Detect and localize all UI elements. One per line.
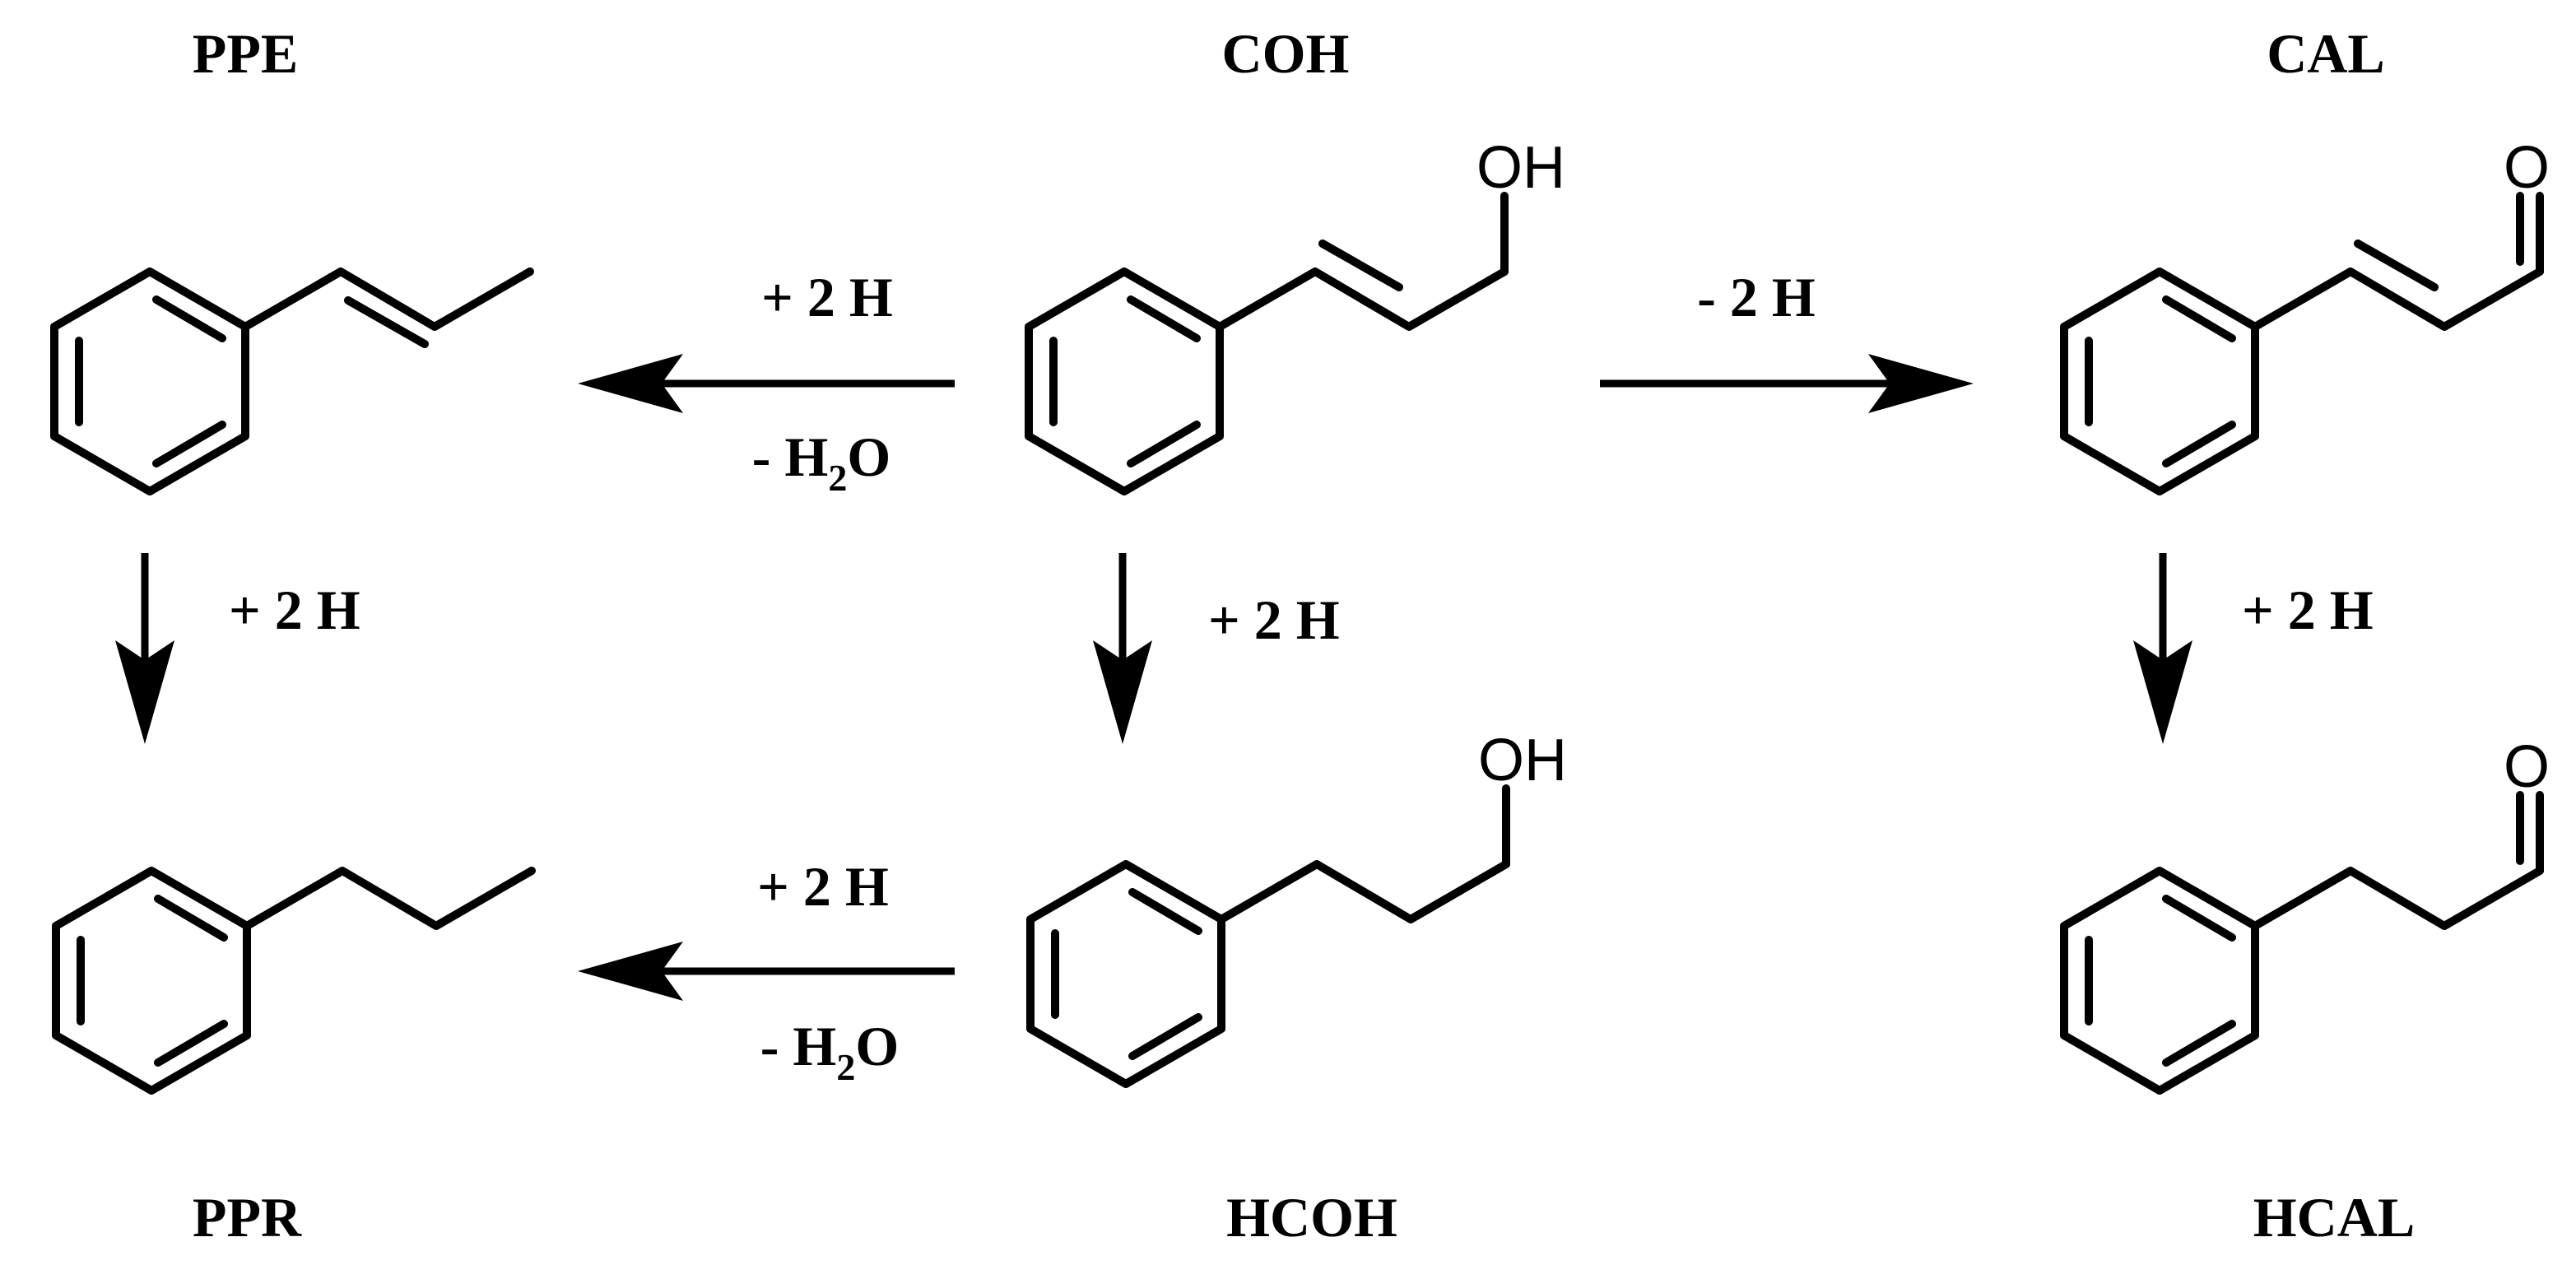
label-ppe: PPE [193, 22, 298, 85]
label-cal: CAL [2267, 22, 2385, 85]
cond-ppe-ppr-side: + 2 H [229, 579, 360, 641]
structure-ppe [50, 267, 534, 495]
atom-o-hcal: O [2504, 734, 2550, 800]
label-ppr: PPR [193, 1186, 302, 1249]
atom-oh-hcoh: OH [1478, 728, 1567, 793]
structure-ppr [52, 867, 536, 1095]
label-coh: COH [1222, 22, 1350, 85]
arrow-coh-to-ppe [578, 354, 955, 413]
label-hcoh: HCOH [1226, 1186, 1397, 1249]
cond-hcoh-ppr-bottom-post: O [855, 1015, 899, 1077]
cond-hcoh-ppr-top: + 2 H [757, 855, 889, 918]
label-hcal: HCAL [2253, 1186, 2415, 1249]
cond-coh-ppe-bottom-pre: - H [752, 426, 829, 488]
atom-o-cal: O [2504, 135, 2550, 201]
cond-cal-hcal-side: + 2 H [2242, 579, 2374, 641]
cond-coh-ppe-bottom: - H2O [752, 426, 890, 499]
structure-hcal: O [2060, 734, 2550, 1095]
cond-coh-hcoh-side: + 2 H [1208, 588, 1340, 651]
structure-hcoh: OH [1026, 728, 1567, 1088]
cond-coh-ppe-top: + 2 H [761, 266, 893, 328]
structure-cal: O [2060, 135, 2550, 495]
cond-coh-cal-top: - 2 H [1697, 266, 1816, 328]
cond-coh-ppe-bottom-post: O [847, 426, 890, 488]
cond-hcoh-ppr-bottom-sub: 2 [836, 1046, 855, 1088]
arrow-coh-to-hcoh [1093, 553, 1152, 744]
cond-hcoh-ppr-bottom-pre: - H [760, 1015, 837, 1077]
cond-hcoh-ppr-bottom: - H2O [760, 1015, 899, 1088]
atom-oh-coh: OH [1476, 135, 1565, 201]
arrow-cal-to-hcal [2133, 553, 2192, 744]
structure-coh: OH [1025, 135, 1565, 495]
cond-coh-ppe-bottom-sub: 2 [828, 457, 847, 499]
arrow-ppe-to-ppr [115, 553, 174, 744]
arrow-hcoh-to-ppr [578, 942, 955, 1001]
arrow-coh-to-cal [1600, 354, 1974, 413]
